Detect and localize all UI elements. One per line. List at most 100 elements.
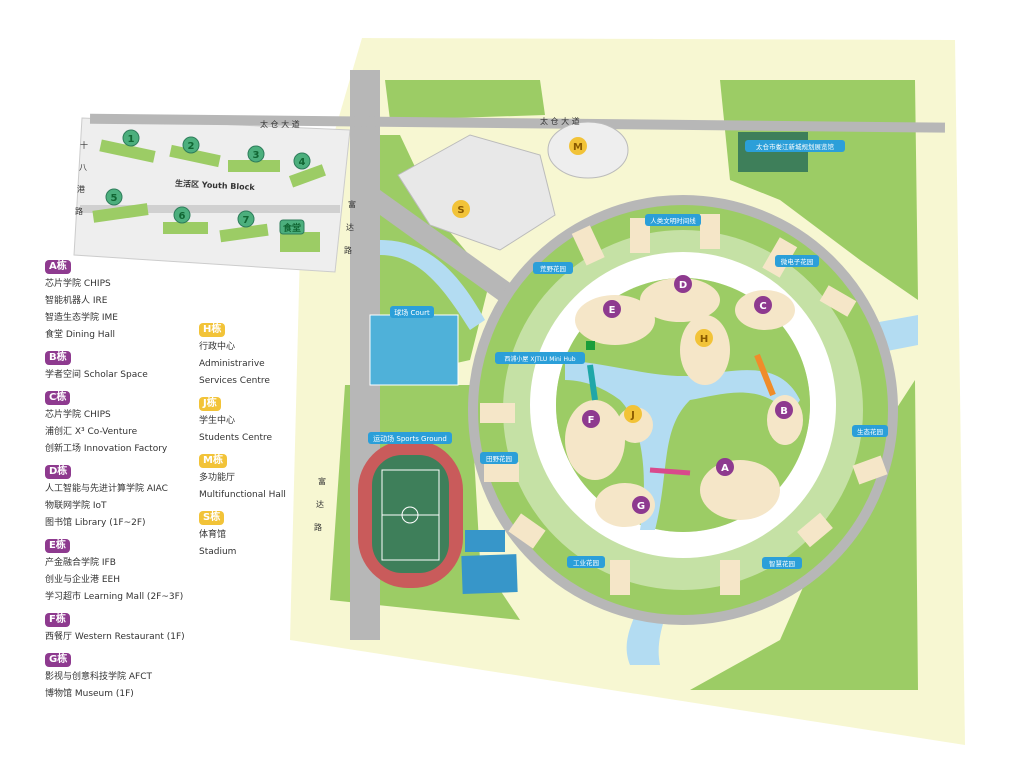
legend-item: 学生中心 (199, 416, 236, 426)
svg-text:球场 Court: 球场 Court (394, 308, 430, 317)
road-label-fuda-1-1: 达 (346, 222, 354, 232)
legend-badge[interactable]: G栋 (45, 653, 72, 667)
legend-badge[interactable]: J栋 (199, 397, 221, 411)
legend-item: 智造生态学院 IME (45, 313, 118, 323)
legend-badge[interactable]: H栋 (199, 323, 226, 337)
legend-badge[interactable]: E栋 (45, 539, 70, 553)
svg-text:太仓市娄江新城规划展览馆: 太仓市娄江新城规划展览馆 (756, 142, 835, 151)
legend-group: M栋多功能厅 Multifunctional Hall (199, 453, 286, 504)
road-label-fuda-1-0: 富 (348, 199, 356, 209)
marker-G[interactable]: G (632, 496, 650, 514)
legend-item: 物联网学院 IoT (45, 501, 107, 511)
legend-item: Students Centre (199, 433, 273, 443)
marker-H[interactable]: H (695, 329, 713, 347)
label-planning-hall[interactable]: 太仓市娄江新城规划展览馆 (745, 140, 845, 152)
legend-badge[interactable]: F栋 (45, 613, 70, 627)
svg-text:2: 2 (188, 141, 195, 152)
svg-text:微电子花园: 微电子花园 (781, 257, 814, 266)
legend-badge[interactable]: D栋 (45, 465, 72, 479)
tennis-courts-small (465, 530, 505, 552)
legend-item: 浦创汇 X³ Co-Venture (45, 427, 138, 437)
youth-marker-3[interactable]: 3 (247, 145, 265, 163)
road-service (80, 205, 340, 213)
legend-group: D栋人工智能与先进计算学院 AIAC 物联网学院 IoT 图书馆 Library (… (45, 464, 185, 532)
marker-D[interactable]: D (674, 275, 692, 293)
label-eco-garden[interactable]: 生态花园 (852, 425, 888, 437)
label-smart-garden[interactable]: 智慧花园 (762, 557, 802, 569)
legend-item: 图书馆 Library (1F~2F) (45, 518, 146, 528)
road-label-fuda-2-1: 达 (316, 499, 324, 509)
marker-M[interactable]: M (569, 137, 587, 155)
svg-text:S: S (457, 205, 464, 216)
building-h-block (680, 315, 730, 385)
label-micro-garden[interactable]: 微电子花园 (775, 255, 819, 267)
youth-marker-5[interactable]: 5 (105, 188, 123, 206)
legend-item: 博物馆 Museum (1F) (45, 689, 134, 699)
legend-item: 行政中心 (199, 342, 236, 352)
legend-badge[interactable]: M栋 (199, 454, 227, 468)
legend-item: 创业与企业港 EEH (45, 575, 121, 585)
svg-text:荒野花园: 荒野花园 (540, 264, 566, 273)
youth-marker-1[interactable]: 1 (122, 129, 140, 147)
building-a-block (700, 460, 780, 520)
legend-badge[interactable]: A栋 (45, 260, 71, 274)
svg-text:食堂: 食堂 (282, 222, 301, 234)
marker-S[interactable]: S (452, 200, 470, 218)
svg-text:H: H (700, 334, 708, 345)
legend-item: 西餐厅 Western Restaurant (1F) (45, 632, 185, 642)
marker-A[interactable]: A (716, 458, 734, 476)
svg-text:5: 5 (111, 193, 118, 204)
label-court[interactable]: 球场 Court (390, 306, 434, 318)
svg-text:J: J (630, 410, 635, 421)
legend-item: Multifunctional Hall (199, 490, 286, 500)
label-wild-garden[interactable]: 荒野花园 (533, 262, 573, 274)
label-mini-hub[interactable]: 西浦小屋 XJTLU Mini Hub (495, 352, 585, 364)
marker-E[interactable]: E (603, 300, 621, 318)
court-area (369, 314, 459, 386)
marker-C[interactable]: C (754, 296, 772, 314)
label-field-garden[interactable]: 田野花园 (480, 452, 518, 464)
road-label-taicang-2: 太 仓 大 道 (540, 116, 580, 126)
svg-text:田野花园: 田野花园 (486, 454, 512, 463)
youth-marker-7[interactable]: 7 (237, 210, 255, 228)
building-e-block (575, 295, 655, 345)
legend-item: Administrarive (199, 359, 265, 369)
youth-markers: 1 2 3 4 5 6 7 食堂 (105, 129, 311, 235)
youth-marker-6[interactable]: 6 (173, 206, 191, 224)
legend-item: 芯片学院 CHIPS (45, 279, 111, 289)
legend-item: 体育馆 (199, 530, 227, 540)
legend-item: 人工智能与先进计算学院 AIAC (45, 484, 168, 494)
svg-text:7: 7 (243, 215, 250, 226)
bridge-pink (649, 467, 691, 476)
legend-group: F栋西餐厅 Western Restaurant (1F) (45, 612, 185, 646)
svg-text:工业花园: 工业花园 (573, 558, 599, 567)
road-label-shiba-0: 十 (80, 140, 88, 150)
label-industry-garden[interactable]: 工业花园 (567, 556, 605, 568)
road-label-fuda-2-0: 富 (318, 476, 326, 486)
road-label-fuda-1-2: 路 (344, 245, 352, 255)
marker-J[interactable]: J (624, 405, 642, 423)
road-label-shiba-1: 八 (79, 163, 87, 172)
svg-text:E: E (609, 305, 616, 316)
legend-badge[interactable]: C栋 (45, 391, 71, 405)
label-humanity-corridor[interactable]: 人类文明时间线 (645, 214, 701, 226)
label-sports-ground[interactable]: 运动场 Sports Ground (368, 432, 452, 444)
legend-group: J栋学生中心 Students Centre (199, 396, 286, 447)
svg-text:D: D (679, 280, 687, 291)
legend-item: Services Centre (199, 376, 270, 386)
svg-text:6: 6 (179, 211, 186, 222)
legend-badge[interactable]: B栋 (45, 351, 71, 365)
youth-marker-4[interactable]: 4 (293, 152, 311, 170)
svg-text:人类文明时间线: 人类文明时间线 (650, 216, 696, 225)
canteen-marker[interactable]: 食堂 (279, 219, 305, 235)
youth-marker-2[interactable]: 2 (182, 136, 200, 154)
legend-badge[interactable]: S栋 (199, 511, 225, 525)
marker-B[interactable]: B (775, 401, 793, 419)
legend-item: 多功能厅 (199, 473, 236, 483)
road-label-taicang-1: 太 仓 大 道 (260, 119, 300, 129)
marker-F[interactable]: F (582, 410, 600, 428)
